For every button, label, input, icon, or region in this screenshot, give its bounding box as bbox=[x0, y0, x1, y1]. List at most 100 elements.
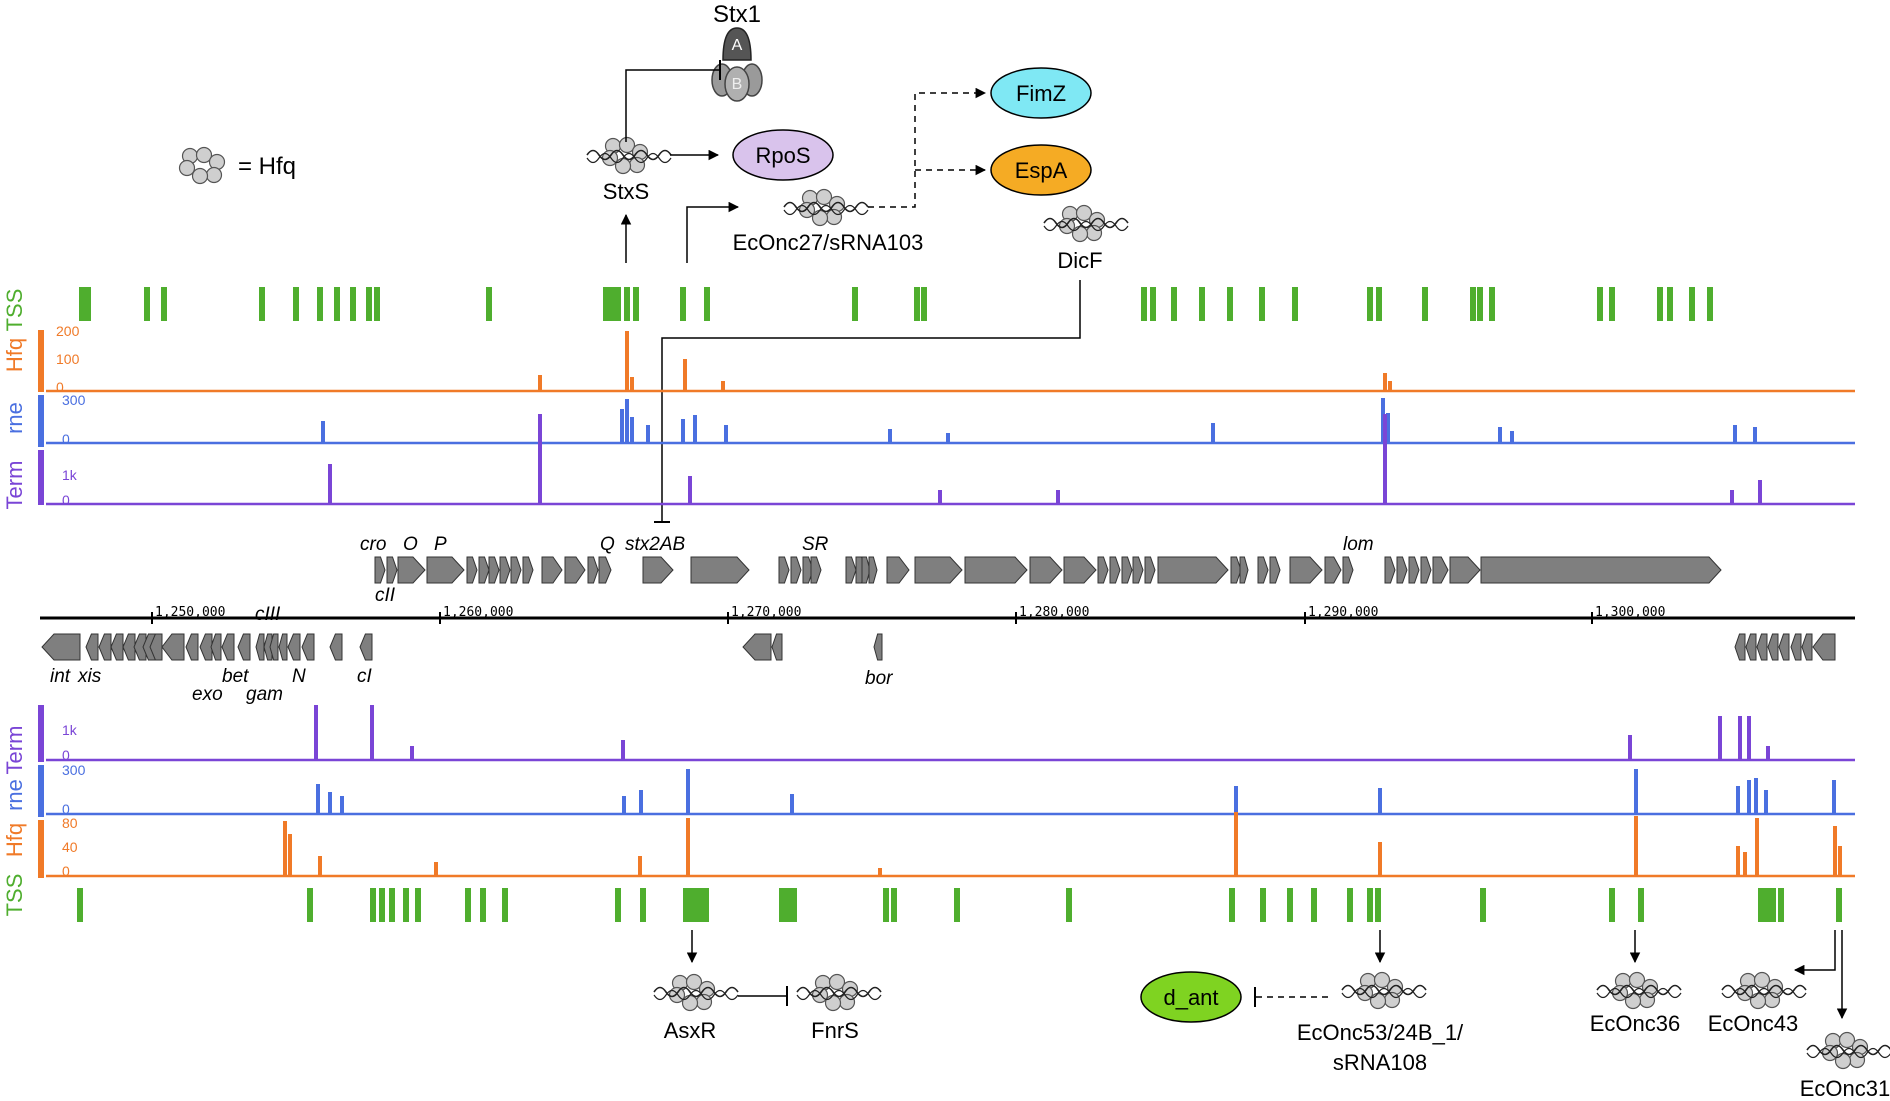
tss-mark bbox=[374, 287, 380, 321]
dicf-hfq-icon bbox=[1044, 206, 1128, 242]
position-label-1250000: 1,250,000 bbox=[155, 605, 225, 620]
gene-arrow-forward bbox=[1257, 556, 1269, 584]
dicf-label: DicF bbox=[1057, 248, 1102, 273]
gene-label-ciii: cIII bbox=[255, 604, 281, 625]
gene-arrow-forward bbox=[541, 556, 563, 584]
tss-mark bbox=[1778, 888, 1784, 922]
tss-mark bbox=[1367, 287, 1373, 321]
tss-mark bbox=[1375, 888, 1381, 922]
signal-peak bbox=[1753, 427, 1757, 443]
signal-peak bbox=[683, 359, 687, 391]
gene-arrow-forward bbox=[1432, 556, 1449, 584]
signal-peak bbox=[1747, 716, 1751, 760]
term-top-tick-0: 0 bbox=[62, 492, 70, 508]
econc43-label: EcOnc43 bbox=[1708, 1011, 1799, 1036]
signal-peak bbox=[321, 421, 325, 443]
espa-node: EspA bbox=[990, 144, 1092, 196]
gene-arrow-forward bbox=[499, 556, 511, 584]
gene-arrow-reverse bbox=[1778, 633, 1790, 661]
signal-peak bbox=[621, 740, 625, 760]
signal-peak bbox=[1718, 716, 1722, 760]
rne-track-label-top: rne bbox=[2, 402, 27, 434]
tss-mark bbox=[1758, 888, 1764, 922]
position-label-1280000: 1,280,000 bbox=[1019, 605, 1089, 620]
gene-arrow-forward bbox=[426, 556, 465, 584]
hfq-top-tick-0: 0 bbox=[56, 379, 64, 395]
signal-peak bbox=[686, 818, 690, 876]
gene-arrow-forward bbox=[1029, 556, 1063, 584]
gene-label-int: int bbox=[50, 666, 71, 687]
espa-label: EspA bbox=[1015, 158, 1068, 183]
tss-mark bbox=[389, 888, 395, 922]
tss-mark bbox=[694, 888, 700, 922]
gene-label-sr: SR bbox=[802, 534, 829, 555]
gene-label-p: P bbox=[434, 534, 447, 555]
econc43-hfq-icon bbox=[1722, 973, 1806, 1009]
signal-peak bbox=[686, 769, 690, 814]
signal-peak bbox=[318, 856, 322, 876]
gene-arrow-reverse bbox=[221, 633, 235, 661]
tss-mark bbox=[307, 888, 313, 922]
tss-mark bbox=[1311, 888, 1317, 922]
gene-arrow-forward bbox=[1109, 556, 1121, 584]
signal-peak bbox=[1386, 413, 1390, 443]
gene-label-xis: xis bbox=[77, 666, 102, 687]
signal-peak bbox=[620, 409, 624, 443]
stxs-label: StxS bbox=[603, 179, 649, 204]
gene-arrow-forward bbox=[386, 556, 398, 584]
hfq-ring-icon bbox=[178, 146, 226, 185]
gene-arrow-reverse bbox=[161, 633, 185, 661]
tss-mark bbox=[1609, 888, 1615, 922]
signal-peak bbox=[630, 417, 634, 443]
gene-arrow-forward bbox=[1157, 556, 1229, 584]
tss-mark bbox=[624, 287, 630, 321]
tss-mark bbox=[77, 888, 83, 922]
signal-peak bbox=[639, 790, 643, 814]
gene-arrow-forward bbox=[587, 556, 599, 584]
tss-mark bbox=[1764, 888, 1770, 922]
term-bottom-tick-0: 0 bbox=[62, 747, 70, 763]
tss-mark bbox=[680, 287, 686, 321]
gene-arrow-reverse bbox=[1734, 633, 1746, 661]
gene-arrow-forward bbox=[488, 556, 500, 584]
gene-arrow-forward bbox=[1449, 556, 1481, 584]
signal-peak bbox=[1755, 818, 1759, 876]
tss-mark bbox=[883, 888, 889, 922]
rpos-ellipse bbox=[732, 129, 834, 181]
gene-arrow-reverse bbox=[329, 633, 343, 661]
gene-arrow-forward bbox=[1230, 556, 1242, 584]
fimz-label: FimZ bbox=[1016, 81, 1066, 106]
tss-mark bbox=[633, 287, 639, 321]
signal-peak bbox=[1838, 846, 1842, 876]
tss-mark bbox=[293, 287, 299, 321]
gene-arrows bbox=[41, 556, 1836, 661]
gene-arrow-forward bbox=[1121, 556, 1133, 584]
tss-mark bbox=[1836, 888, 1842, 922]
signal-peak bbox=[1383, 373, 1387, 391]
gene-arrow-forward bbox=[598, 556, 612, 584]
gene-arrow-forward bbox=[1420, 556, 1432, 584]
signal-peak bbox=[693, 415, 697, 443]
gene-arrow-forward bbox=[466, 556, 478, 584]
asxr-label: AsxR bbox=[664, 1018, 717, 1043]
signal-peak bbox=[340, 796, 344, 814]
tss-mark bbox=[1260, 888, 1266, 922]
gene-arrow-forward bbox=[1480, 556, 1722, 584]
signal-peak bbox=[688, 476, 692, 504]
signal-peak bbox=[622, 796, 626, 814]
gene-arrow-forward bbox=[810, 556, 822, 584]
signal-peak bbox=[630, 377, 634, 391]
signal-peak bbox=[938, 490, 942, 504]
gene-arrow-reverse bbox=[1745, 633, 1757, 661]
tss-mark bbox=[1376, 287, 1382, 321]
tss-mark bbox=[486, 287, 492, 321]
gene-label-cii: cII bbox=[375, 585, 396, 606]
gene-arrow-forward bbox=[690, 556, 750, 584]
tss-mark bbox=[85, 287, 91, 321]
gene-arrow-forward bbox=[1342, 556, 1354, 584]
tss-mark bbox=[379, 888, 385, 922]
signal-peak bbox=[288, 834, 292, 876]
signal-peak bbox=[1378, 788, 1382, 814]
signal-peak bbox=[1634, 769, 1638, 814]
tss-mark bbox=[502, 888, 508, 922]
